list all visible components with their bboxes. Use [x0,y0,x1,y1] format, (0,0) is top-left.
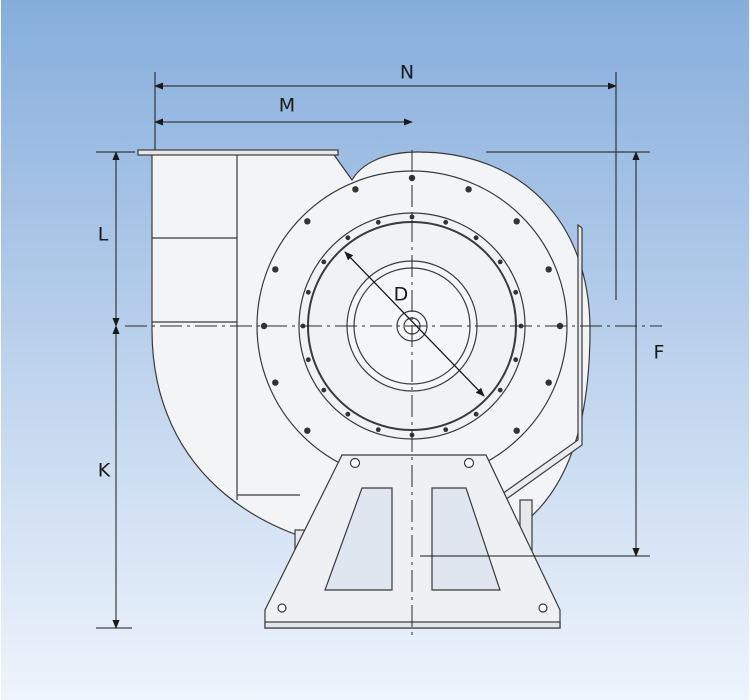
foot-bolt [538,603,548,613]
ring-bolt [513,357,519,363]
label-l: L [97,223,109,246]
ring-bolt [321,259,327,265]
ring-bolt [473,411,479,417]
ring-bolt [305,357,311,363]
ring-bolt [305,289,311,295]
ring-bolt [345,235,351,241]
flange-bolt [513,427,520,434]
ring-bolt [497,259,503,265]
ring-bolt [497,387,503,393]
outlet-flange [137,149,339,156]
ring-bolt [443,427,449,433]
ring-bolt [375,427,381,433]
label-d: D [393,283,409,306]
ring-bolt [321,387,327,393]
flange-bolt [304,427,311,434]
flange-bolt [272,266,279,273]
flange-bolt [304,218,311,225]
mount-bolt [349,457,361,469]
ring-bolts [300,214,524,438]
label-n: N [399,61,415,84]
foot-bolt [277,603,287,613]
ring-bolt [443,219,449,225]
dimensions [96,72,650,629]
label-m: M [278,94,296,117]
label-f: F [653,341,665,364]
ring-bolt [473,235,479,241]
ring-bolt [409,214,415,220]
flange-bolt [545,379,552,386]
ring-bolt [345,411,351,417]
pedestal-cutout [324,487,393,591]
dimension-d-line [344,251,485,397]
flange-bolt [272,379,279,386]
ring-bolt [513,289,519,295]
left-edge-line [0,0,1,700]
mount-bolt [463,457,475,469]
flange-bolt [545,266,552,273]
flange-bolt [260,322,268,330]
flange-bolt [465,186,472,193]
label-k: K [97,459,111,482]
flange-bolt [352,186,359,193]
ring-bolt [375,219,381,225]
flange-bolt [513,218,520,225]
